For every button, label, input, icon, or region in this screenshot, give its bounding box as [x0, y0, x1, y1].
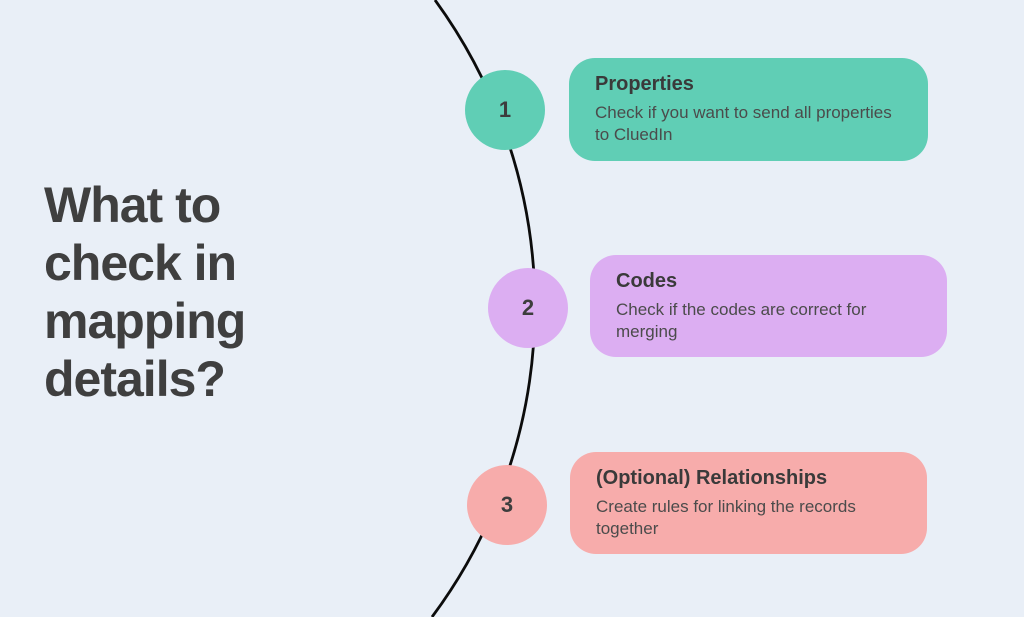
step-3-number-circle: 3: [467, 465, 547, 545]
step-3-heading: (Optional) Relationships: [596, 467, 828, 489]
step-2-heading: Codes: [616, 270, 678, 292]
step-2-number: 2: [521, 295, 535, 320]
page-title: What to check in mapping details?: [44, 177, 246, 407]
step-2-number-circle: 2: [488, 268, 568, 348]
step-1-card: Properties Check if you want to send all…: [569, 58, 928, 161]
step-3-number: 3: [500, 492, 514, 517]
step-1-number-circle: 1: [465, 70, 545, 150]
step-2-card: Codes Check if the codes are correct for…: [590, 255, 947, 357]
step-1-description: Check if you want to send all properties…: [595, 103, 892, 144]
step-3-card: (Optional) Relationships Create rules fo…: [570, 452, 927, 554]
step-3-description: Create rules for linking the records tog…: [596, 497, 856, 538]
step-1-heading: Properties: [595, 73, 694, 95]
step-1-number: 1: [498, 97, 512, 122]
step-2-description: Check if the codes are correct for mergi…: [616, 300, 867, 341]
